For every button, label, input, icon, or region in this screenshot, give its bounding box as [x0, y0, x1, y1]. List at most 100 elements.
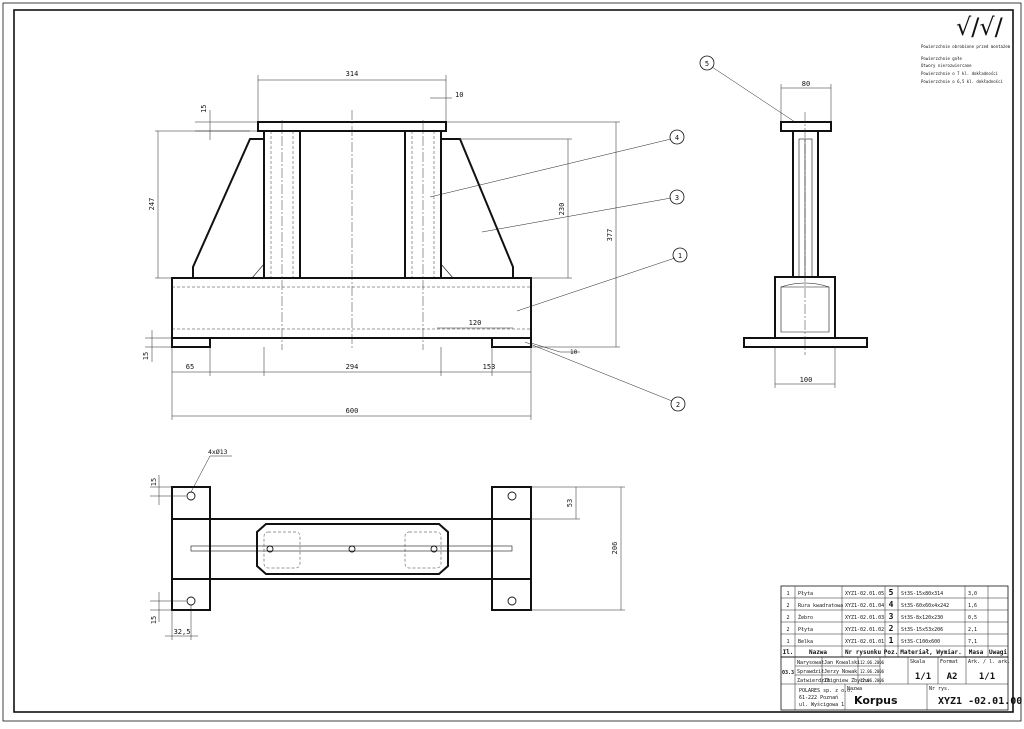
dim-294: 294 [346, 363, 359, 371]
dim-80: 80 [802, 80, 810, 88]
date-approved: 12.06.2006 [860, 678, 885, 683]
parts-header: Il. Nazwa Nr rysunku Poz. Materiał, Wymi… [783, 649, 1008, 656]
parts-cell-mass: 2,1 [968, 627, 977, 633]
label-format: Format [940, 659, 958, 665]
parts-cell-qty: 2 [786, 627, 789, 633]
date-checked: 12.06.2006 [860, 669, 885, 674]
parts-cell-pos: 5 [889, 588, 894, 597]
front-dimension-texts: 314 10 15 247 230 377 120 15 65 294 153 … [142, 70, 614, 415]
rib-right [440, 138, 514, 279]
parts-cell-pos: 1 [889, 636, 894, 645]
company-line-3: ul. Wyścigowa 1 [799, 701, 844, 708]
balloon-5: 5 [705, 60, 709, 68]
parts-cell-drawing: XYZ1-02.01.05 [845, 591, 884, 597]
plan-top-plate [256, 523, 449, 575]
dim-377: 377 [606, 229, 614, 242]
parts-cell-pos: 3 [889, 612, 894, 621]
header-mass: Masa [969, 649, 984, 656]
parts-cell-name: Płyta [798, 591, 813, 597]
label-scale: Skala [910, 659, 925, 665]
dim-53: 53 [566, 499, 574, 507]
parts-cell-mass: 0,5 [968, 615, 977, 621]
dim-120: 120 [469, 319, 482, 327]
dim-247: 247 [148, 198, 156, 211]
dim-65: 65 [186, 363, 194, 371]
label-drawn: Narysował [797, 660, 824, 666]
parts-cell-material: St3S-15x53x206 [901, 627, 943, 633]
parts-cell-pos: 2 [889, 624, 894, 633]
roughness-note-3: Otwory nierozwiercane [921, 63, 972, 68]
header-drawing: Nr rysunku [845, 649, 882, 656]
plan-view: 4xØ13 15 53 206 15 32,5 [150, 448, 625, 640]
side-top-plate [780, 121, 832, 132]
label-sheet: Ark. / l. ark. [968, 659, 1010, 665]
person-drawn: Jan Kowalski [824, 660, 860, 666]
side-code: 03.3 [782, 670, 794, 676]
parts-cell-drawing: XYZ1-02.01.02 [845, 627, 884, 633]
dim-100: 100 [800, 376, 813, 384]
parts-cell-mass: 7,1 [968, 639, 977, 645]
parts-cell-material: St3S-8x120x230 [901, 615, 943, 621]
label-name: Nazwa [847, 686, 862, 692]
parts-cell-material: St3S-15x80x314 [901, 591, 943, 597]
front-dimension-lines [145, 75, 620, 420]
header-material: Materiał, Wymiar. [900, 649, 961, 656]
plan-foot-right [491, 486, 532, 611]
company-line-2: 61-222 Poznań [799, 694, 838, 701]
side-tube [792, 130, 819, 278]
dim-206: 206 [611, 542, 619, 555]
scale-value: 1/1 [915, 672, 931, 682]
plan-beam [171, 518, 532, 580]
date-drawn: 12.06.2006 [860, 660, 885, 665]
parts-cell-name: Belka [798, 639, 813, 645]
sheet-value: 1/1 [979, 672, 995, 682]
parts-cell-pos: 4 [889, 600, 894, 609]
roughness-note-2: Powierzchnie gołe [921, 56, 963, 61]
parts-cell-material: St3S-60x60x4x242 [901, 603, 949, 609]
person-checked: Jerzy Nowak [824, 669, 857, 675]
parts-cell-drawing: XYZ1-02.01.04 [845, 603, 884, 609]
dim-15-plan-top: 15 [150, 478, 158, 486]
company-line-1: POLARES sp. z o.o. [799, 688, 853, 694]
roughness-symbol: √/√/ [956, 13, 1004, 41]
dim-15-plan-bottom: 15 [150, 616, 158, 624]
parts-cell-drawing: XYZ1-02.01.03 [845, 615, 884, 621]
drawing-number: XYZ1 -02.01.00 [938, 696, 1022, 707]
inner-frame [13, 9, 1014, 713]
header-name: Nazwa [809, 649, 827, 656]
parts-cell-drawing: XYZ1-02.01.01 [845, 639, 884, 645]
parts-cell-mass: 3,0 [968, 591, 977, 597]
beam [171, 277, 532, 339]
title-block: Narysował Sprawdził Zatwierdził Jan Kowa… [780, 656, 1022, 711]
parts-cell-material: St3S-C100x600 [901, 639, 940, 645]
format-value: A2 [947, 672, 958, 682]
person-approved: Zbigniew Zbycha [824, 678, 869, 684]
weld-note: 10 [570, 349, 578, 356]
roughness-note-1: Powierzchnie obrobione przed montażem [921, 44, 1011, 49]
dim-4x13: 4xØ13 [208, 448, 228, 456]
parts-cell-qty: 2 [786, 603, 789, 609]
side-foot [743, 337, 868, 348]
front-view [171, 110, 532, 350]
parts-cell-mass: 1,6 [968, 603, 977, 609]
parts-cell-qty: 1 [786, 591, 789, 597]
parts-cell-name: Płyta [798, 627, 813, 633]
drawing-name: Korpus [854, 694, 898, 707]
parts-list [780, 585, 1009, 658]
dim-153: 153 [483, 363, 496, 371]
balloon-1: 1 [678, 252, 682, 260]
parts-cell-name: Żebro [798, 614, 813, 621]
label-checked: Sprawdził [797, 669, 824, 675]
dim-15-top: 15 [200, 105, 208, 113]
label-approved: Zatwierdził [797, 678, 830, 684]
balloon-3: 3 [675, 194, 679, 202]
dim-600: 600 [346, 407, 359, 415]
balloon-2: 2 [676, 401, 680, 409]
balloon-4: 4 [675, 134, 679, 142]
rib-left [192, 138, 265, 279]
parts-cell-name: Rura kwadratowa [798, 603, 843, 609]
dim-10: 10 [455, 91, 463, 99]
dim-15-left: 15 [142, 352, 150, 360]
